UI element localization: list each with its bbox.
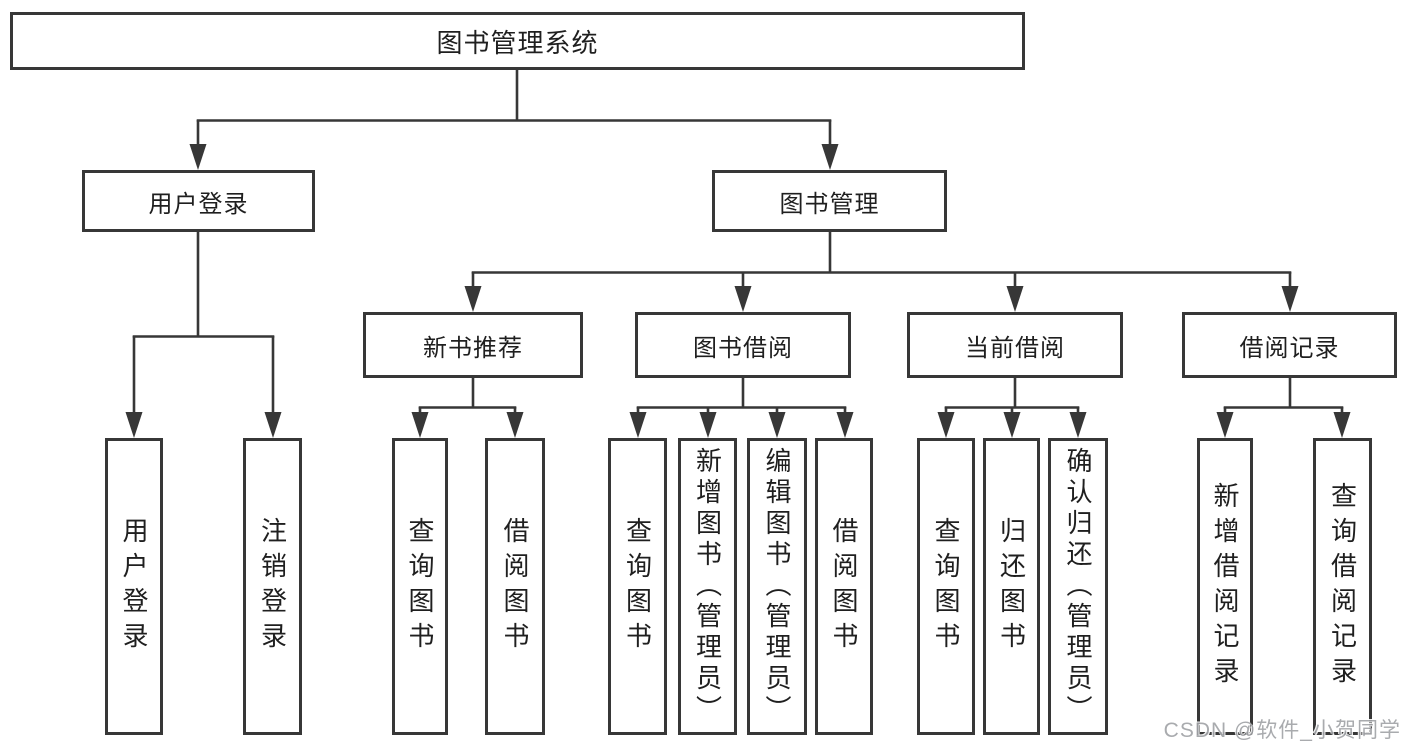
leaf-nbr-borrow-books: 借阅图书 — [485, 438, 545, 735]
node-root-label: 图书管理系统 — [436, 27, 599, 58]
leaf-bb-add-books-admin-label: 新增图书（管理员） — [692, 447, 723, 726]
node-book-borrow-label: 图书借阅 — [693, 334, 793, 362]
watermark: CSDN @软件_小贺同学 — [1163, 719, 1401, 742]
leaf-nbr-query-books: 查询图书 — [392, 438, 448, 735]
node-book-management-label: 图书管理 — [779, 190, 880, 218]
leaf-logout: 注销登录 — [243, 438, 302, 735]
node-current-borrow: 当前借阅 — [907, 312, 1123, 378]
leaf-cb-query-books-label: 查询图书 — [931, 516, 961, 657]
leaf-bb-borrow-books-label: 借阅图书 — [829, 516, 859, 657]
leaf-nbr-borrow-books-label: 借阅图书 — [500, 516, 530, 657]
leaf-bb-add-books-admin: 新增图书（管理员） — [678, 438, 737, 735]
leaf-br-add-record-label: 新增借阅记录 — [1210, 481, 1240, 692]
leaf-logout-label: 注销登录 — [257, 516, 288, 657]
leaf-cb-return-books-label: 归还图书 — [996, 516, 1027, 657]
leaf-user-login: 用户登录 — [105, 438, 163, 735]
node-borrow-record-label: 借阅记录 — [1239, 334, 1340, 362]
leaf-cb-confirm-return-admin-label: 确认归还（管理员） — [1063, 447, 1093, 726]
leaf-bb-borrow-books: 借阅图书 — [815, 438, 873, 735]
leaf-bb-edit-books-admin-label: 编辑图书（管理员） — [762, 447, 792, 726]
node-book-borrow: 图书借阅 — [635, 312, 851, 378]
node-borrow-record: 借阅记录 — [1182, 312, 1397, 378]
node-new-book-recommend-label: 新书推荐 — [423, 334, 523, 362]
leaf-cb-confirm-return-admin: 确认归还（管理员） — [1048, 438, 1108, 735]
leaf-nbr-query-books-label: 查询图书 — [405, 516, 435, 657]
leaf-cb-return-books: 归还图书 — [983, 438, 1040, 735]
leaf-bb-query-books-label: 查询图书 — [622, 516, 653, 657]
leaf-bb-query-books: 查询图书 — [608, 438, 667, 735]
node-current-borrow-label: 当前借阅 — [965, 334, 1065, 362]
leaf-br-add-record: 新增借阅记录 — [1197, 438, 1253, 735]
leaf-user-login-label: 用户登录 — [119, 516, 149, 657]
node-book-management: 图书管理 — [712, 170, 947, 232]
node-root: 图书管理系统 — [10, 12, 1025, 70]
leaf-br-query-record: 查询借阅记录 — [1313, 438, 1372, 735]
leaf-br-query-record-label: 查询借阅记录 — [1327, 481, 1358, 692]
node-new-book-recommend: 新书推荐 — [363, 312, 583, 378]
leaf-cb-query-books: 查询图书 — [917, 438, 975, 735]
node-user-login-label: 用户登录 — [148, 190, 249, 218]
arrowheads — [125, 144, 1351, 438]
node-user-login: 用户登录 — [82, 170, 315, 232]
leaf-bb-edit-books-admin: 编辑图书（管理员） — [747, 438, 807, 735]
